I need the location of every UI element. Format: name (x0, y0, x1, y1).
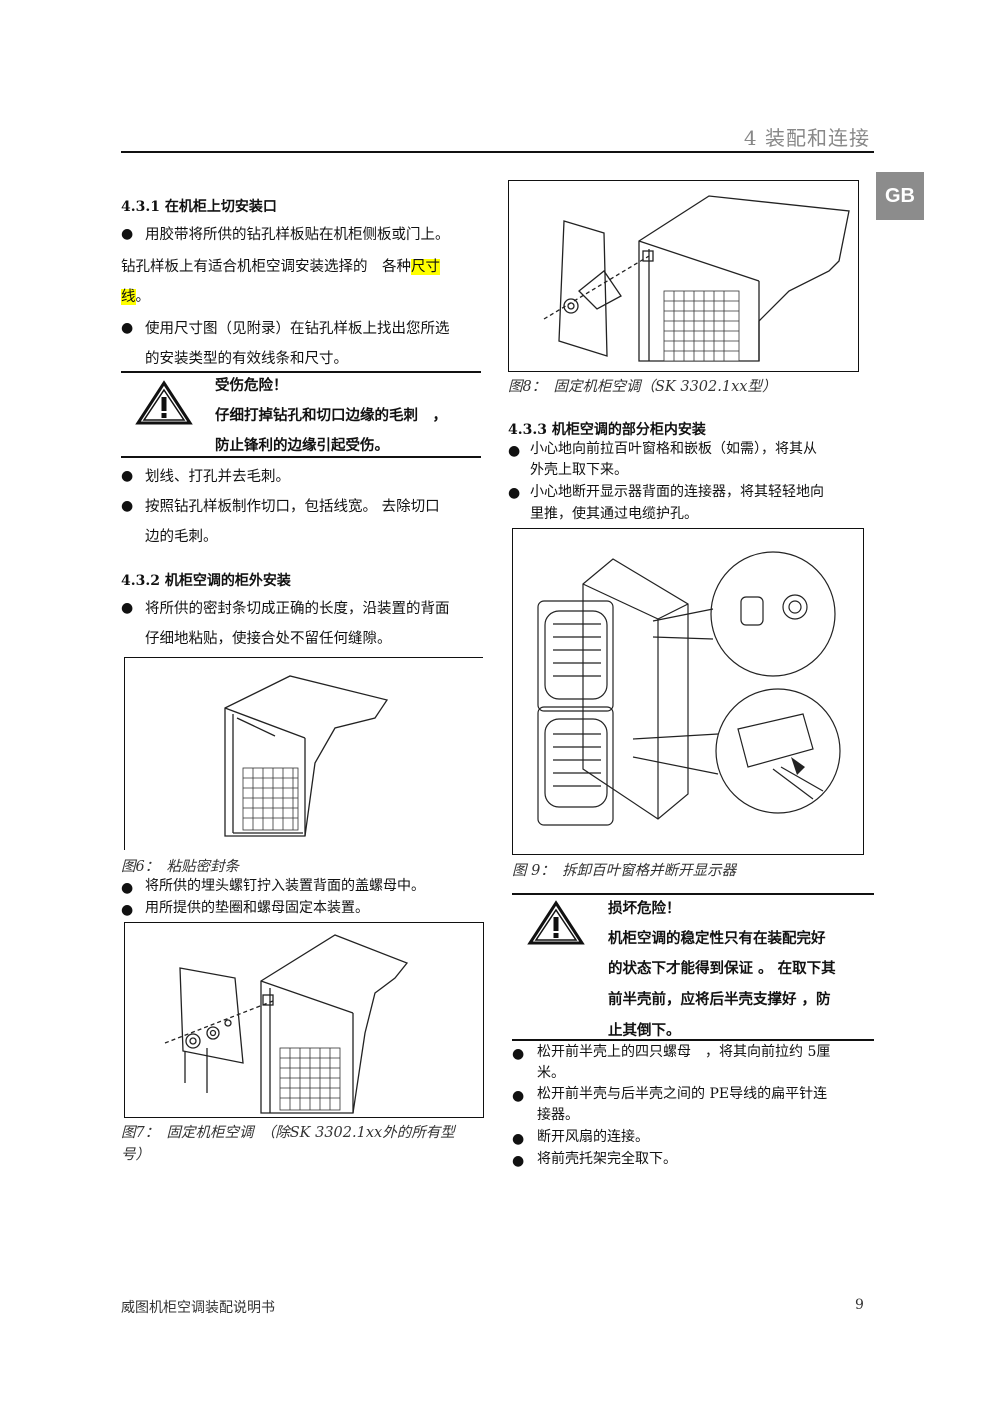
warning-rule-bottom (121, 456, 481, 458)
paragraph: 小心地断开显示器背面的连接器，将其轻轻地向 (530, 484, 824, 500)
paragraph: 边的毛刺。 (145, 529, 218, 545)
warning-text: 前半壳前，应将后半壳支撑好 ，防 (608, 991, 831, 1008)
warning-title: 损坏危险！ (608, 900, 681, 917)
warning-text: 的状态下才能得到保证 。 在取下其 (608, 960, 836, 977)
bullet-dot-icon: ● (512, 1088, 525, 1104)
figure-7-caption: 号） (121, 1147, 150, 1163)
warning-triangle-icon (135, 380, 193, 426)
paragraph: 使用尺寸图（见附录）在钻孔样板上找出您所选 (145, 321, 450, 337)
section-title-432: 4.3.2 机柜空调的柜外安装 (121, 573, 291, 589)
footer-title: 威图机柜空调装配说明书 (121, 1300, 275, 1316)
paragraph: 米。 (537, 1065, 565, 1081)
bullet-dot-icon: ● (121, 320, 134, 336)
paragraph: 用所提供的垫圈和螺母固定本装置。 (145, 900, 369, 916)
paragraph: 的安装类型的有效线条和尺寸。 (145, 351, 348, 367)
warning-text: 仔细打掉钻孔和切口边缘的毛刺 ， (215, 407, 447, 424)
bullet-dot-icon: ● (512, 1153, 525, 1169)
highlighted-text: 线 (121, 289, 136, 305)
warning-text: 机柜空调的稳定性只有在装配完好 (608, 930, 826, 947)
paragraph: 按照钻孔样板制作切口，包括线宽。 去除切口 (145, 499, 440, 515)
bullet-dot-icon: ● (121, 468, 134, 484)
paragraph: 接器。 (537, 1107, 579, 1123)
warning-rule-bottom (512, 1039, 874, 1041)
warning-rule-top (121, 371, 481, 373)
figure-7-caption: 图7： 固定机柜空调 （除SK 3302.1xx外的所有型 (121, 1125, 455, 1141)
paragraph: 断开风扇的连接。 (537, 1129, 649, 1145)
figure-9-image (512, 528, 864, 855)
bullet-dot-icon: ● (121, 600, 134, 616)
paragraph: 线。 (121, 289, 150, 305)
language-badge: GB (876, 172, 924, 220)
paragraph: 钻孔样板上有适合机柜空调安装选择的 各种尺寸 (121, 259, 440, 275)
figure-8-image (508, 180, 859, 372)
warning-title: 受伤危险！ (215, 377, 288, 394)
section-title-431: 4.3.1 在机柜上切安装口 (121, 199, 277, 215)
paragraph: 用胶带将所供的钻孔样板贴在机柜侧板或门上。 (145, 227, 450, 243)
bullet-dot-icon: ● (121, 902, 134, 918)
paragraph: 外壳上取下来。 (530, 462, 628, 478)
paragraph: 仔细地粘贴，使接合处不留任何缝隙。 (145, 631, 392, 647)
warning-triangle-icon (527, 900, 585, 946)
paragraph: 将所供的埋头螺钉拧入装置背面的盖螺母中。 (145, 878, 425, 894)
page-number: 9 (855, 1297, 864, 1313)
bullet-dot-icon: ● (508, 485, 521, 501)
highlighted-text: 尺寸 (411, 259, 440, 275)
bullet-dot-icon: ● (508, 443, 521, 459)
figure-7-image (124, 922, 484, 1118)
paragraph: 划线、打孔并去毛刺。 (145, 469, 290, 485)
chapter-heading: 4 装配和连接 (743, 126, 870, 150)
bullet-dot-icon: ● (121, 498, 134, 514)
figure-9-caption: 图 9： 拆卸百叶窗格并断开显示器 (512, 863, 737, 879)
paragraph: 里推，使其通过电缆护孔。 (530, 506, 698, 522)
section-title-433: 4.3.3 机柜空调的部分柜内安装 (508, 422, 706, 438)
paragraph: 松开前半壳与后半壳之间的 PE导线的扁平针连 (537, 1086, 828, 1102)
bullet-dot-icon: ● (512, 1131, 525, 1147)
figure-8-caption: 图8： 固定机柜空调（SK 3302.1xx型） (508, 379, 777, 395)
figure-6-caption: 图6： 粘贴密封条 (121, 859, 239, 875)
warning-text: 止其倒下。 (608, 1022, 681, 1039)
paragraph: 将前壳托架完全取下。 (537, 1151, 677, 1167)
warning-rule-top (512, 893, 874, 895)
bullet-dot-icon: ● (121, 226, 134, 242)
paragraph: 将所供的密封条切成正确的长度，沿装置的背面 (145, 601, 450, 617)
figure-6-image (124, 657, 483, 850)
bullet-dot-icon: ● (512, 1046, 525, 1062)
warning-text: 防止锋利的边缘引起受伤。 (215, 437, 389, 454)
header-rule (121, 151, 874, 153)
bullet-dot-icon: ● (121, 880, 134, 896)
paragraph: 松开前半壳上的四只螺母 ，将其向前拉约 5厘 (537, 1044, 831, 1060)
paragraph: 小心地向前拉百叶窗格和嵌板（如需），将其从 (530, 441, 817, 457)
